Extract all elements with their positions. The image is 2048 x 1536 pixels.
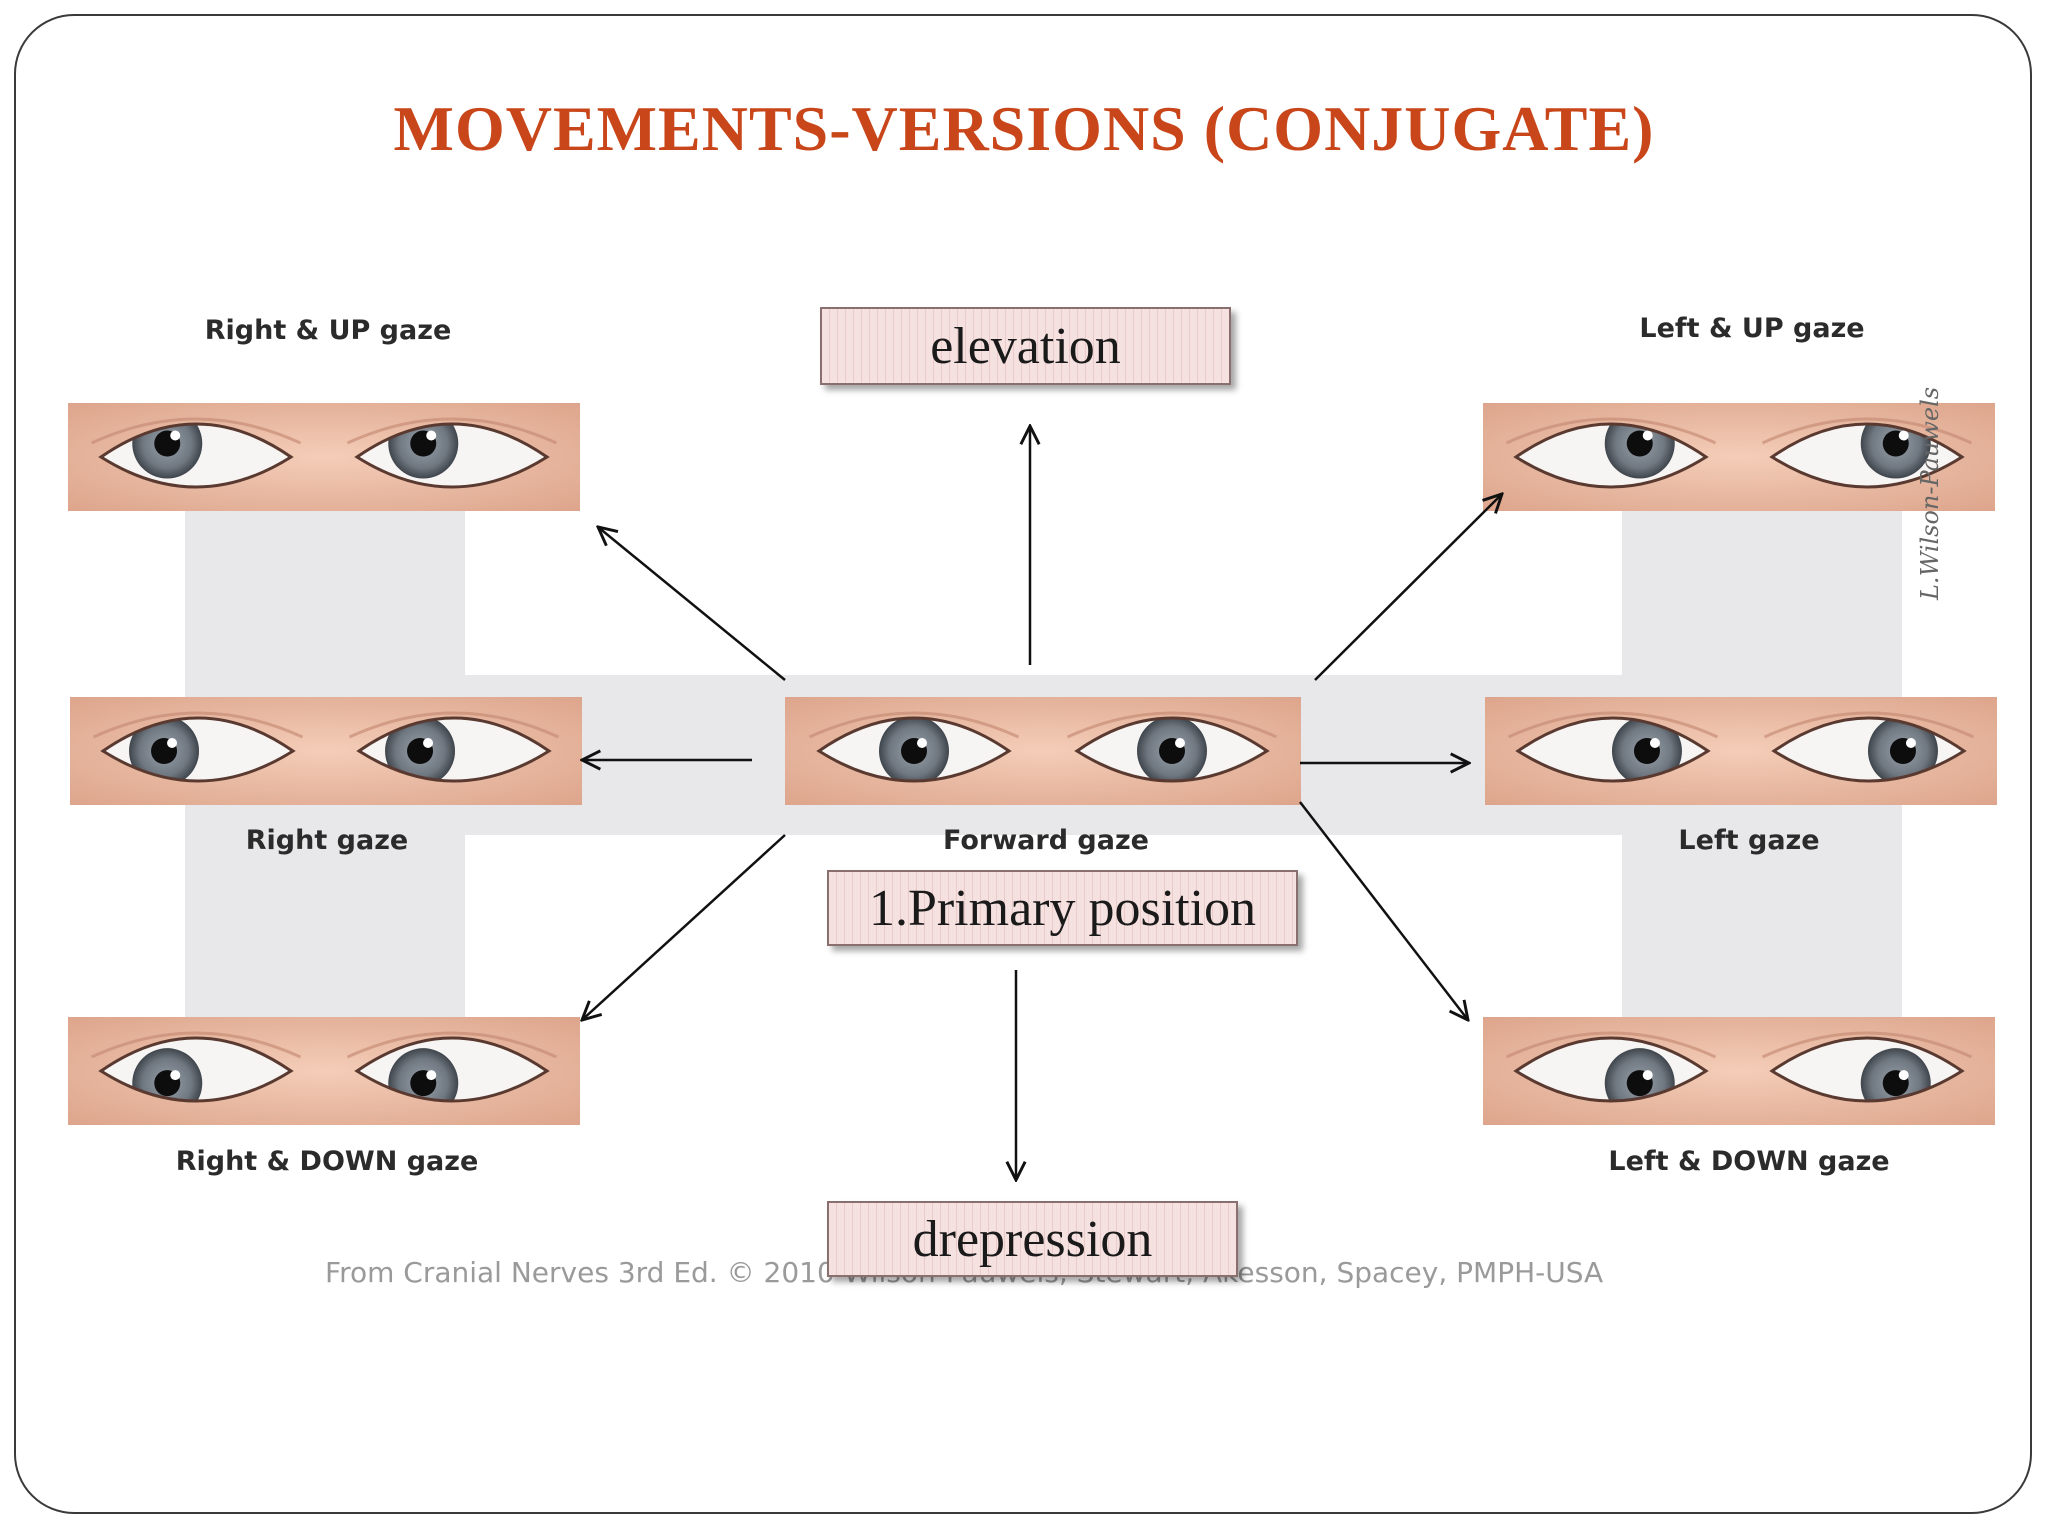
- label-left-up-gaze: Left & UP gaze: [1639, 313, 1865, 344]
- eye-icon: [1763, 711, 1975, 783]
- eye-panel-right: [70, 697, 582, 805]
- arrow-icon: [1314, 494, 1502, 681]
- eye-icon: [346, 1031, 558, 1103]
- label-right-gaze: Right gaze: [245, 825, 409, 856]
- label-forward-gaze: Forward gaze: [943, 825, 1149, 856]
- depression-box: drepression: [827, 1201, 1238, 1277]
- elevation-box: elevation: [820, 307, 1231, 385]
- label-right-up-gaze: Right & UP gaze: [204, 315, 452, 346]
- label-left-down-gaze: Left & DOWN gaze: [1608, 1146, 1890, 1177]
- eye-panel-right-up: [68, 403, 580, 511]
- eye-icon: [348, 711, 560, 783]
- eye-icon: [90, 417, 302, 489]
- label-left-gaze: Left gaze: [1678, 825, 1820, 856]
- eye-panel-right-down: [68, 1017, 580, 1125]
- eye-icon: [1066, 711, 1278, 783]
- eye-panel-left-down: [1483, 1017, 1995, 1125]
- arrow-icon: [1299, 801, 1468, 1020]
- eye-icon: [1507, 711, 1719, 783]
- arrows: [582, 426, 1502, 1180]
- eye-panel-left: [1485, 697, 1997, 805]
- arrow-icon: [582, 834, 786, 1020]
- eye-panels: [68, 403, 1997, 1125]
- eye-icon: [1505, 1031, 1717, 1103]
- label-right-down-gaze: Right & DOWN gaze: [175, 1146, 479, 1177]
- artist-signature: L.Wilson-Pauwels: [1916, 386, 1944, 600]
- arrow-icon: [598, 527, 786, 681]
- eye-panel-forward: [785, 697, 1301, 805]
- slide-title: MOVEMENTS-VERSIONS (CONJUGATE): [393, 93, 1655, 164]
- eye-panel-left-up: [1483, 403, 1995, 511]
- eye-icon: [808, 711, 1020, 783]
- primary-position-box: 1.Primary position: [827, 870, 1298, 946]
- eye-icon: [92, 711, 304, 783]
